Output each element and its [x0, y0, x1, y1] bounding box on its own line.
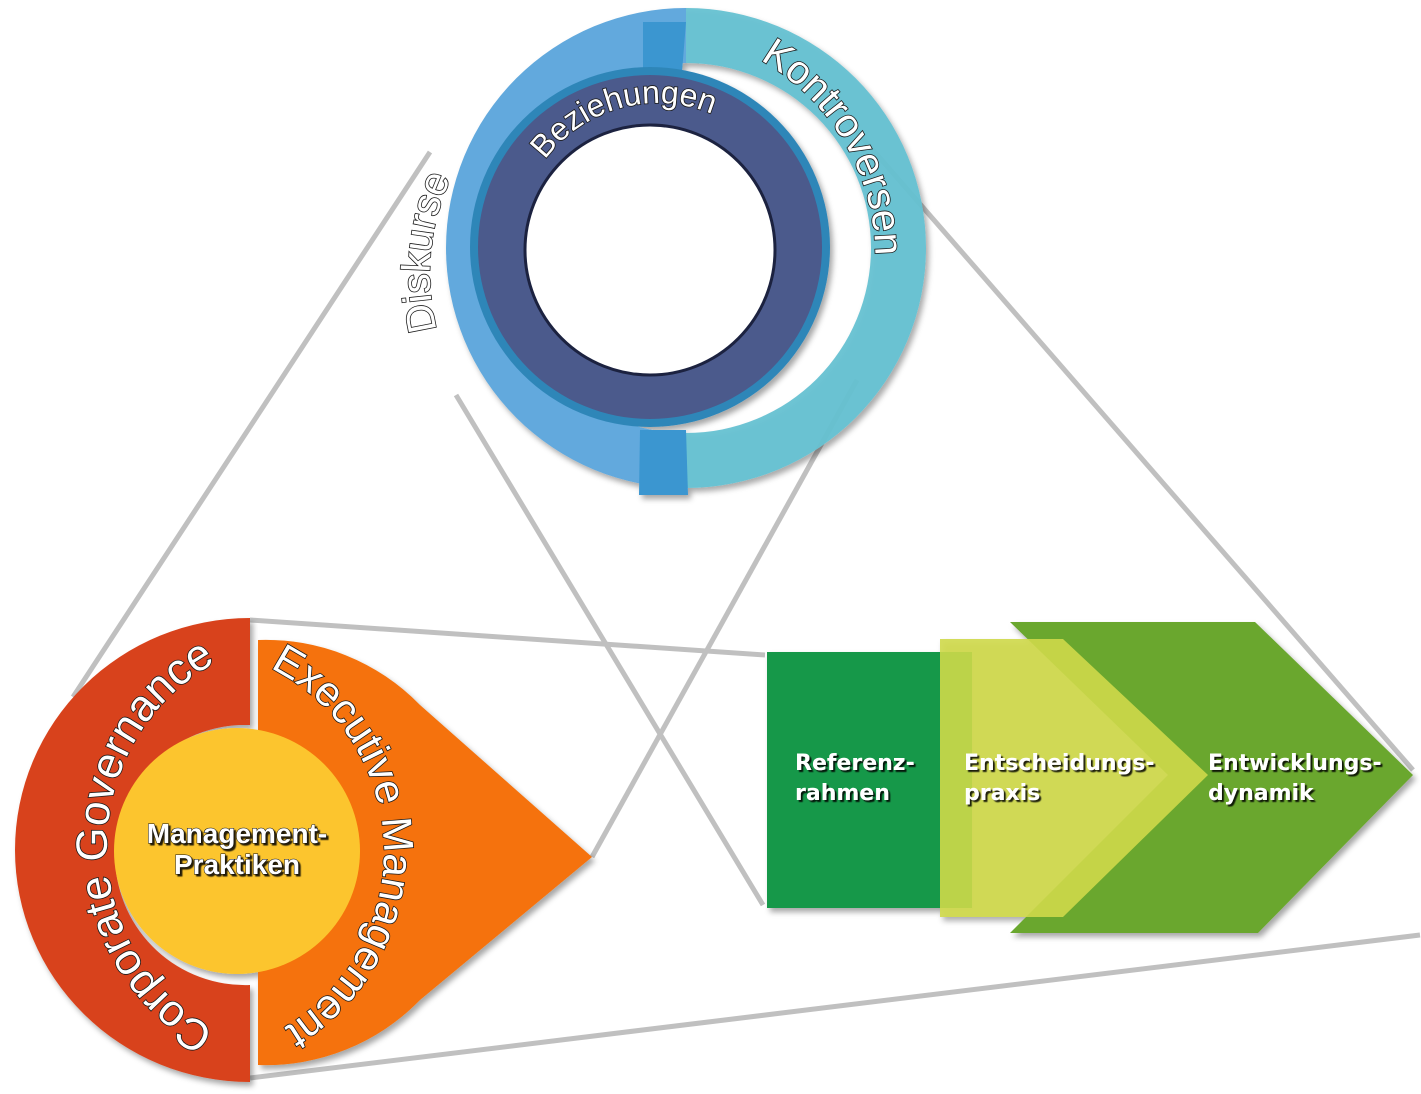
executive-management-segment: [258, 639, 592, 1066]
management-praktiken-label-line2: Praktiken: [174, 849, 300, 880]
connector-line-bottom: [249, 932, 1421, 1081]
step-2-label-line1: Entscheidungs-: [964, 751, 1155, 776]
diskurse-segment: [446, 8, 686, 488]
corporate-governance-segment: [15, 618, 250, 1082]
step-3-label-line2: dynamik: [1208, 781, 1315, 806]
management-praktiken-label-line1: Management-: [147, 818, 327, 849]
overlap-bottom: [639, 430, 688, 495]
step-1-label-line1: Referenz-: [795, 751, 915, 776]
top-ring-cluster: [446, 8, 926, 495]
connector-line-left-outer: [70, 150, 433, 699]
connector-line-cross-1: [453, 393, 766, 907]
step-2-label-line2: praxis: [964, 781, 1040, 806]
connector-line-cross-2: [589, 378, 860, 859]
center-hole: [523, 123, 777, 377]
management-praktiken-circle: [114, 728, 360, 974]
process-step-labels: Referenz- rahmen Entscheidungs- praxis E…: [795, 751, 1382, 806]
step-3-label-line1: Entwicklungs-: [1208, 751, 1382, 776]
kontroversen-segment: [686, 8, 926, 488]
referenzrahmen-box: [767, 652, 972, 908]
process-chevrons: [767, 622, 1413, 933]
step-1-label-line2: rahmen: [795, 781, 890, 806]
connector-line-mid: [249, 617, 766, 658]
left-ring-cluster: [15, 618, 592, 1082]
entscheidungspraxis-chevron: [940, 639, 1208, 917]
overlap-top: [643, 22, 686, 72]
